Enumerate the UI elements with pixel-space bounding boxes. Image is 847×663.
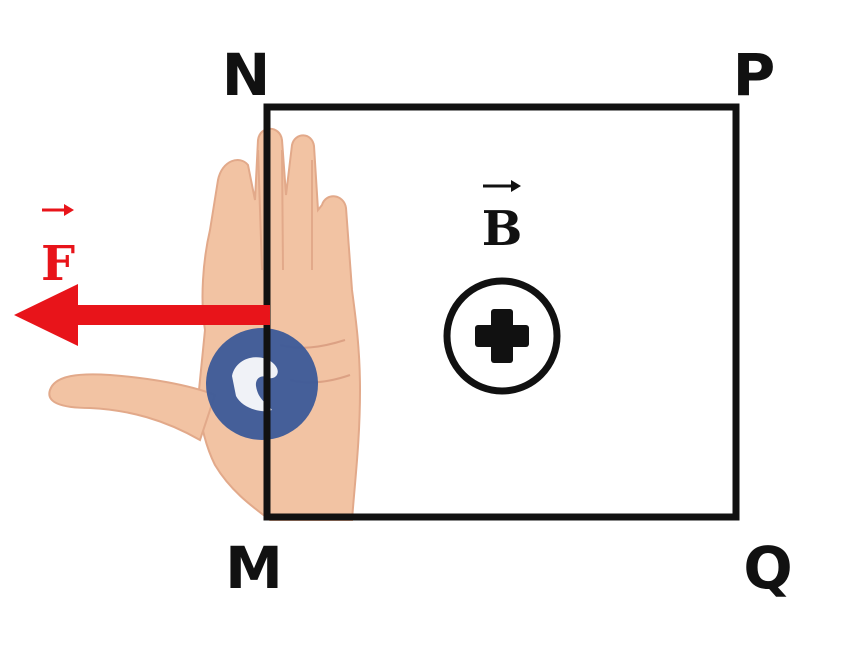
corner-label-p: P [733,41,776,109]
force-label: F [41,204,75,292]
corner-label-q: Q [743,534,792,602]
force-label-text: F [41,236,75,292]
field-into-page-icon [443,277,561,395]
corner-label-m: M [225,534,283,602]
current-marker-icon [206,328,318,440]
hand-thumb [48,373,217,442]
field-label: B [482,180,523,257]
corner-label-n: N [222,41,271,109]
field-label-text: B [482,201,523,257]
force-arrow-icon [14,284,270,346]
